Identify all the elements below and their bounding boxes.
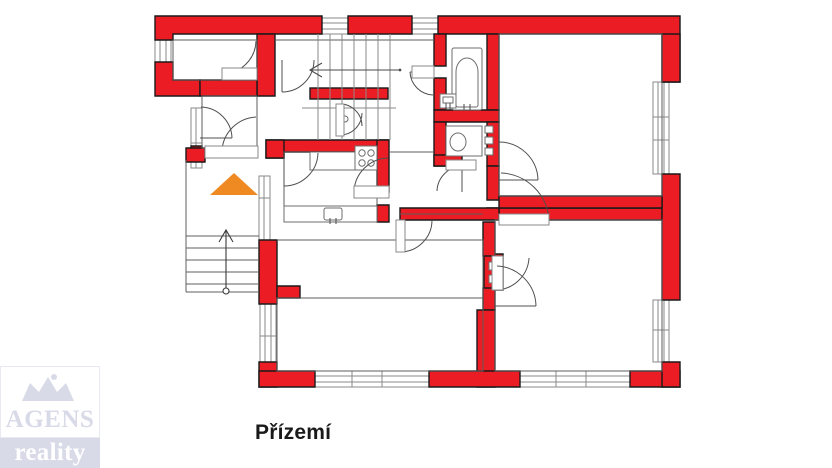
door-bottom-right-lower [495, 265, 537, 307]
wall-right-mid [661, 173, 681, 301]
washbasin-icon [439, 93, 457, 110]
wall-kitchen-right [376, 139, 390, 193]
wall-bottom-center-right-2 [482, 287, 496, 311]
wall-center-vertical [486, 165, 500, 201]
wall-right-divider [498, 195, 663, 209]
view-direction-marker [210, 173, 258, 195]
wall-layer [154, 15, 681, 388]
room-outline-bottom-center-upper [277, 239, 484, 298]
stair-direction-arrow-left [308, 62, 402, 78]
window-bottom-1 [314, 370, 430, 388]
window-right-2 [652, 299, 670, 363]
kitchen-sink-icon [283, 205, 378, 224]
wall-stair-landing [309, 87, 389, 100]
window-left-bottom-room [259, 303, 277, 363]
room-outline-bottom-right [494, 219, 663, 372]
partition-thin-mid [258, 175, 271, 241]
exterior-staircase [185, 160, 259, 295]
door-bottom-center [395, 219, 433, 253]
door-hall-upper [281, 59, 315, 93]
wall-bottom-left [258, 370, 316, 388]
interior-staircase [302, 34, 402, 140]
radiator-icon [484, 125, 494, 156]
window-and-thin-line-layer [154, 17, 670, 388]
wall-bottom-left-vertical [258, 239, 278, 305]
door-wc [436, 159, 477, 192]
wall-kitchen-right-lower [376, 204, 390, 223]
door-layer [200, 40, 550, 307]
door-vestibule-hall [200, 106, 233, 139]
wall-bottomcenter-top [276, 285, 301, 299]
plan-caption: Přízemí [255, 421, 332, 444]
wall-bath-bottom [433, 109, 500, 123]
wall-hall-left-upper [256, 33, 276, 97]
wall-top-mid [347, 15, 413, 35]
wall-bottom-center-right [482, 221, 496, 257]
window-top-2 [411, 17, 439, 35]
door-top-right-room [498, 141, 539, 181]
wall-corridor-stub [199, 79, 258, 97]
door-double-mid [335, 103, 363, 137]
fixture-layer [283, 47, 498, 284]
window-left-vestibule [154, 37, 172, 63]
wall-kitchen-topleft [265, 139, 285, 159]
wall-bath-right [486, 33, 500, 111]
wall-right-upper [661, 33, 681, 83]
wall-top-left [154, 15, 323, 41]
stove-icon [354, 145, 378, 171]
bathtub-icon [451, 47, 483, 111]
door-bathroom [409, 65, 435, 96]
wall-bath-left [433, 33, 447, 67]
door-small-left-room [204, 116, 259, 159]
window-bottom-2 [519, 370, 631, 388]
door-kitchen-right [353, 157, 390, 199]
stair-direction-arrow-up [218, 228, 234, 295]
room-outline-bottom-center [276, 297, 484, 372]
door-kitchen-top [283, 152, 319, 187]
wall-right-lower [661, 361, 681, 388]
wall-bottom-mid [428, 370, 521, 388]
wall-hall-pocket [185, 147, 206, 163]
door-bottom-right-room [498, 172, 550, 226]
toilet-icon [445, 125, 483, 157]
door-center-lower [491, 255, 530, 291]
window-right-1 [652, 81, 670, 175]
door-vestibule [221, 40, 258, 81]
window-top-1 [321, 17, 349, 35]
